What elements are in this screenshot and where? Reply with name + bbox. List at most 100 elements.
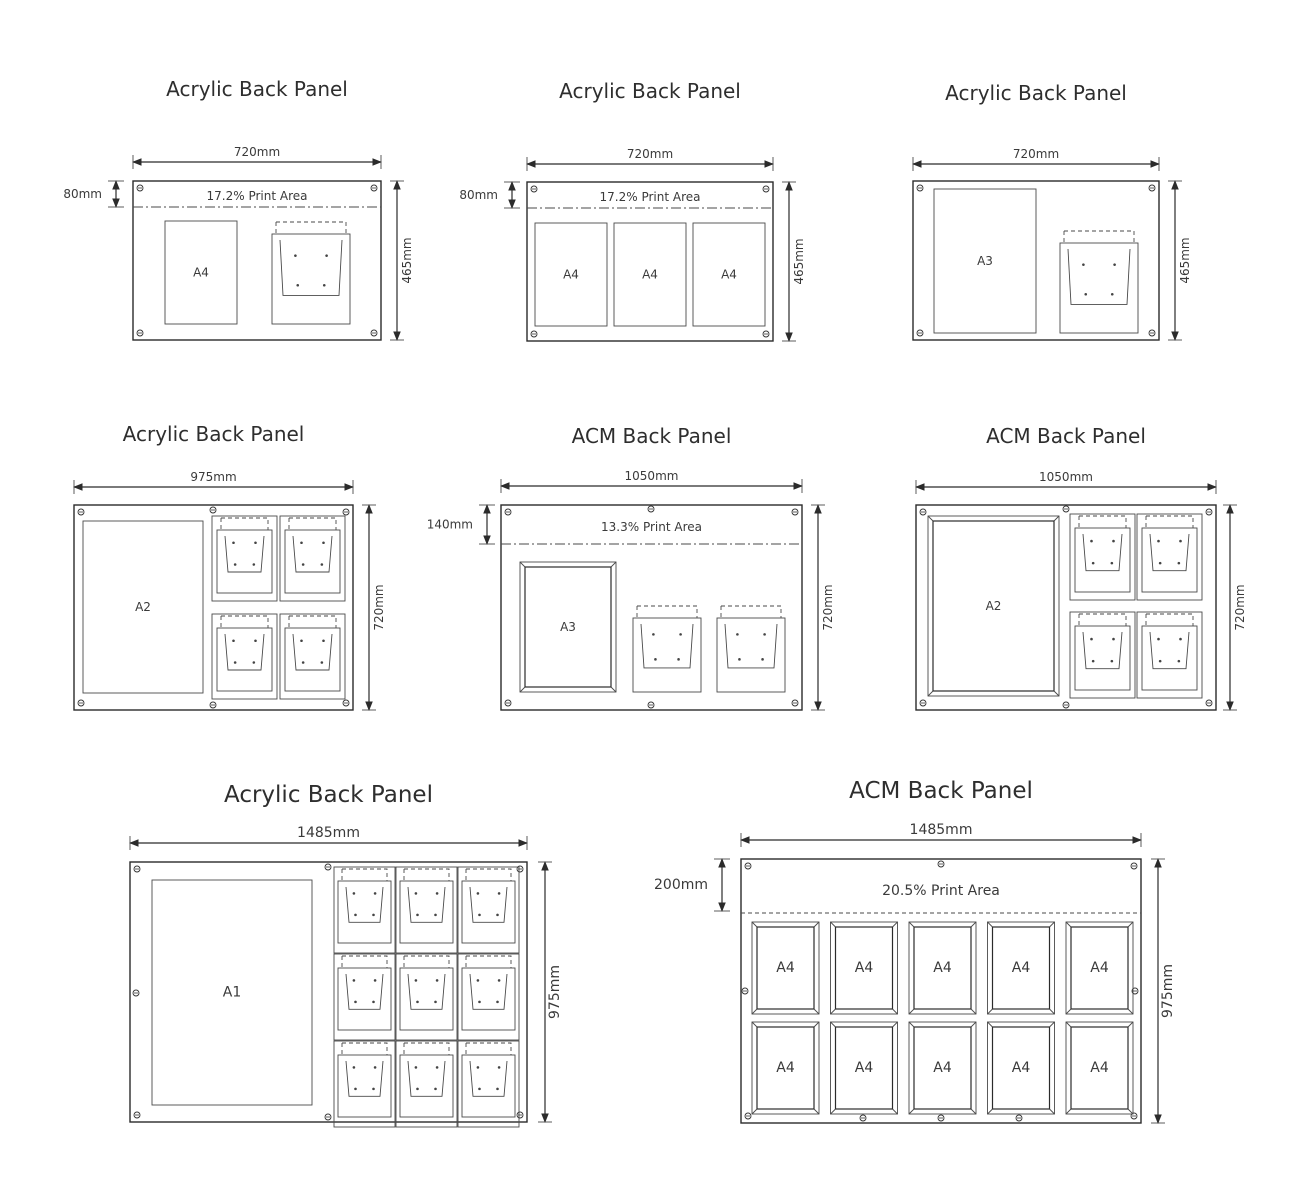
frame-outer [830,1021,898,1115]
holder-front [469,886,508,923]
holder-fixing-dot [301,661,305,664]
frame-outer [987,921,1055,1015]
holder-fixing-dot [434,913,437,917]
holder-bay [211,515,278,602]
holder-fixing-dot [434,1087,437,1091]
width-dimension-label: 720mm [1013,147,1059,161]
frame-outer [830,921,898,1015]
holder-pocket [271,233,351,325]
holder-fixing-dot [373,1066,377,1069]
frame-miter [987,921,993,928]
leaflet-holder [399,1042,454,1118]
screw-icon [762,330,770,338]
pocket-outline [164,220,238,325]
holder-fixing-dot [372,1000,375,1004]
holder-fixing-dot [677,658,680,661]
holder-bay [395,1040,458,1128]
frame-miter [519,561,526,568]
frame-inner [913,1026,972,1110]
frame-miter [813,1108,820,1115]
poster-frame: A4 [830,921,898,1015]
leaflet-holder [1074,515,1131,593]
holder-fixing-dot [254,541,257,545]
holder-top-edge [404,955,450,968]
screw-icon [136,329,144,337]
frame-size-label: A4 [1012,1060,1031,1076]
frame-inner [756,1026,815,1110]
frame-miter [987,1108,993,1115]
width-dimension-label: 975mm [190,470,236,484]
holder-front [407,973,446,1010]
band-dimension-label: 140mm [427,518,473,532]
pocket-outline [82,520,204,694]
holder-fixing-dot [322,639,325,643]
holder-fixing-dot [300,541,303,545]
poster-pocket: A4 [164,220,238,325]
frame-miter [830,1008,836,1015]
poster-pocket: A2 [82,520,204,694]
holder-pocket [461,967,516,1031]
leaflet-holder [1074,613,1131,691]
frame-miter [1065,1008,1072,1015]
holder-pocket [337,1054,392,1118]
screw-icon [1062,505,1070,513]
height-dimension-label: 465mm [1178,237,1192,283]
height-dimension-label: 720mm [821,584,835,630]
holder-top-edge [466,955,512,968]
holder-fixing-dot [476,1066,480,1069]
holder-top-edge [721,605,782,618]
holder-front [469,1060,508,1097]
panel-outline [915,504,1217,711]
holder-fixing-dot [354,1087,357,1091]
holder-fixing-dot [497,892,501,895]
poster-pocket: A1 [151,879,313,1106]
screw-icon [1205,508,1213,516]
screw-icon [937,860,945,868]
pocket-outline [933,188,1037,334]
panel-outline [526,181,774,342]
holder-fixing-dot [1158,659,1162,663]
holder-fixing-dot [354,913,357,917]
holder-top-edge [466,1042,512,1055]
frame-miter [970,1108,977,1115]
leaflet-holder [716,605,786,693]
screw-icon [324,863,332,871]
screw-icon [516,1111,524,1119]
frame-miter [830,1108,836,1115]
holder-fixing-dot [322,541,325,545]
poster-frame: A4 [1065,1021,1134,1115]
holder-pocket [399,1054,454,1118]
frame-miter [908,1108,915,1115]
holder-top-edge [466,868,512,881]
panel-title: ACM Back Panel [572,424,732,448]
screw-icon [937,1114,945,1122]
screw-icon [342,699,350,707]
holder-fixing-dot [352,1066,356,1069]
holder-fixing-dot [1157,539,1160,543]
frame-miter [1049,921,1055,928]
frame-size-label: A4 [776,960,795,976]
frame-inner [1070,926,1129,1010]
holder-fixing-dot [496,1000,499,1004]
holder-front [1082,533,1123,572]
screw-icon [342,508,350,516]
holder-top-edge [1079,515,1127,528]
holder-fixing-dot [252,661,256,664]
holder-fixing-dot [1110,659,1114,663]
pocket-size-label: A4 [721,268,737,282]
poster-frame: A4 [908,1021,977,1115]
frame-size-label: A2 [986,599,1002,613]
frame-miter [1049,1008,1055,1015]
width-dimension-label: 1485mm [910,822,973,838]
holder-pocket [399,880,454,944]
screw-icon [919,699,927,707]
screw-icon [136,184,144,192]
screw-icon [1130,862,1138,870]
band-dimension-label: 200mm [654,877,708,893]
frame-size-label: A4 [1090,1060,1109,1076]
leaflet-holder [337,1042,392,1118]
holder-front [407,1060,446,1097]
holder-bay [279,515,346,602]
